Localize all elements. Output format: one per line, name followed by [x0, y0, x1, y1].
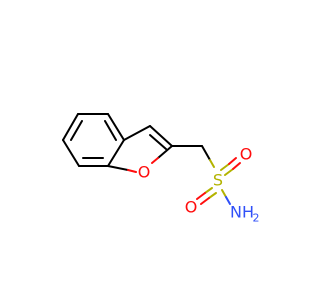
bond-c3a-c3 — [123, 125, 151, 141]
bond-c7-c6-inner — [70, 120, 83, 141]
furan-ring — [107, 125, 173, 173]
bond-c5-c4-inner — [104, 120, 117, 141]
atom-nitrogen-nh: NH — [230, 203, 254, 222]
bond-ch2-s — [201, 145, 211, 161]
bond-c7a-c7 — [62, 139, 80, 167]
bond-c2-o1 — [157, 145, 173, 159]
bond-c7a-o1 — [107, 165, 129, 171]
bond-s-o-upper-yellow-a — [220, 163, 230, 171]
bond-s-o-upper-yellow-b — [224, 168, 234, 176]
bond-s-o-upper-red-a — [228, 157, 237, 165]
bond-c3-c2 — [149, 125, 173, 147]
bond-c7-c6 — [62, 113, 79, 141]
atom-ring-oxygen: O — [138, 163, 151, 182]
bond-c5-c4 — [107, 113, 125, 141]
bond-s-o-lower-red-a — [196, 192, 206, 200]
bond-o1-c2-red — [151, 157, 159, 164]
bond-o1-c7a-red — [127, 169, 137, 173]
atom-oxygen-lower: O — [185, 198, 198, 217]
bond-ch2-s-yellow — [209, 159, 215, 168]
bond-s-n-yellow — [221, 189, 227, 198]
bond-s-o-lower-yellow-b — [208, 192, 217, 199]
benzene-ring — [62, 113, 125, 167]
structure-diagram: O S O O NH 2 — [62, 113, 260, 225]
bond-c3-c2-inner — [149, 134, 167, 150]
bond-s-o-lower-red-b — [200, 197, 210, 205]
atom-oxygen-upper: O — [240, 145, 253, 164]
bond-s-o-lower-yellow-a — [204, 187, 213, 194]
atom-nitrogen-subscript: 2 — [253, 212, 260, 225]
bond-c4-c3a — [107, 139, 125, 167]
bond-s-o-upper-red-b — [232, 162, 241, 170]
bond-s-n-blue — [225, 196, 231, 205]
atom-sulfur: S — [213, 171, 223, 190]
